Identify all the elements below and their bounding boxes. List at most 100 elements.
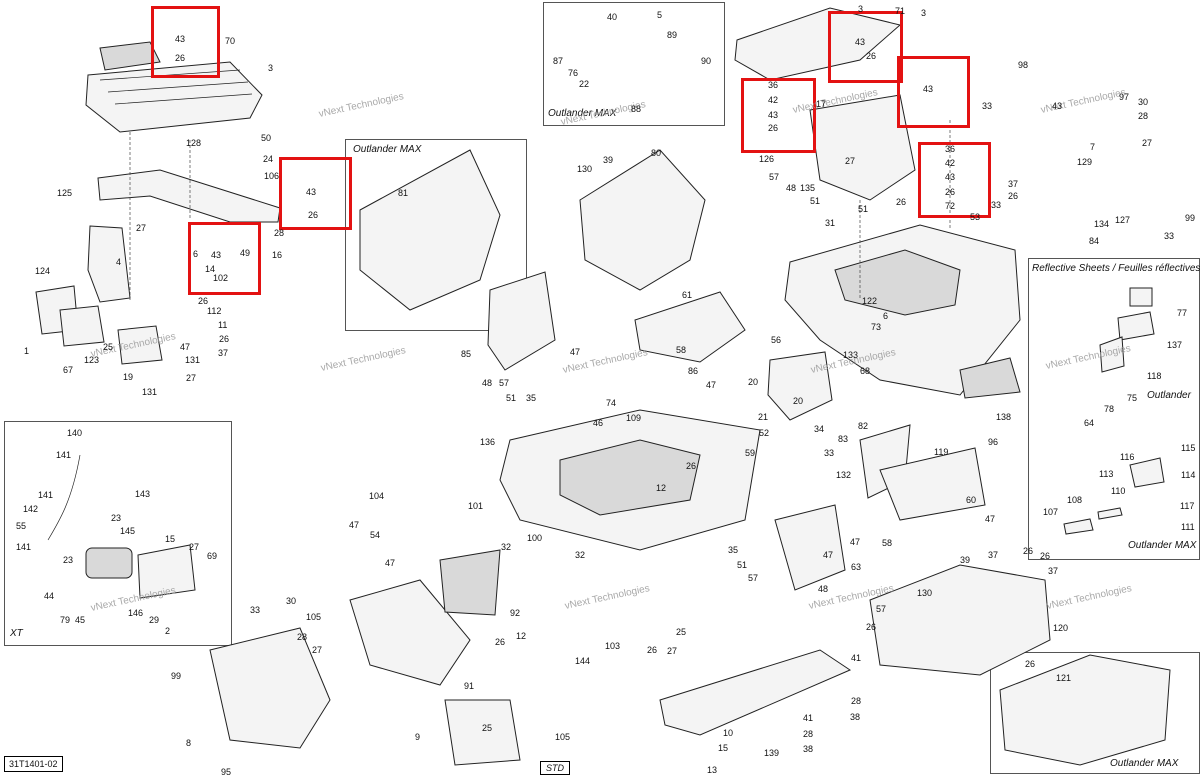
- outlander-max-top-panel: [543, 2, 725, 126]
- callout-112: 112: [207, 306, 222, 316]
- callout-4: 4: [116, 257, 122, 267]
- callout-6: 6: [193, 249, 199, 259]
- callout-32: 32: [501, 542, 512, 552]
- xt-winch-panel: [4, 421, 232, 646]
- callout-30: 30: [1138, 97, 1149, 107]
- callout-26: 26: [647, 645, 658, 655]
- callout-58: 58: [882, 538, 893, 548]
- callout-48: 48: [818, 584, 829, 594]
- callout-45: 45: [75, 615, 86, 625]
- callout-47: 47: [850, 537, 861, 547]
- callout-26: 26: [308, 210, 319, 220]
- callout-14: 14: [205, 264, 216, 274]
- callout-115: 115: [1181, 443, 1196, 453]
- callout-27: 27: [136, 223, 147, 233]
- callout-76: 76: [568, 68, 579, 78]
- callout-51: 51: [810, 196, 821, 206]
- callout-125: 125: [57, 188, 73, 198]
- callout-143: 143: [135, 489, 151, 499]
- callout-118: 118: [1147, 371, 1162, 381]
- callout-43: 43: [211, 250, 222, 260]
- callout-139: 139: [764, 748, 780, 758]
- callout-26: 26: [495, 637, 506, 647]
- callout-140: 140: [67, 428, 83, 438]
- callout-39: 39: [960, 555, 971, 565]
- callout-129: 129: [1077, 157, 1093, 167]
- callout-12: 12: [656, 483, 667, 493]
- panel-title-reflective-outlander-max: Outlander MAX: [1128, 540, 1197, 551]
- callout-26: 26: [866, 622, 877, 632]
- callout-69: 69: [207, 551, 218, 561]
- callout-47: 47: [349, 520, 360, 530]
- callout-96: 96: [988, 437, 999, 447]
- highlight-box: [897, 56, 970, 128]
- callout-127: 127: [1115, 215, 1131, 225]
- callout-116: 116: [1120, 452, 1135, 462]
- front-frame-part: [35, 169, 281, 365]
- callout-13: 13: [707, 765, 718, 775]
- callout-134: 134: [1094, 219, 1110, 229]
- callout-20: 20: [748, 377, 759, 387]
- callout-57: 57: [876, 604, 887, 614]
- callout-52: 52: [759, 428, 770, 438]
- callout-81: 81: [398, 188, 409, 198]
- callout-54: 54: [370, 530, 381, 540]
- callout-63: 63: [851, 562, 862, 572]
- callout-30: 30: [286, 596, 297, 606]
- callout-9: 9: [415, 732, 421, 742]
- callout-37: 37: [1008, 179, 1019, 189]
- callout-86: 86: [688, 366, 699, 376]
- callout-111: 111: [1181, 522, 1195, 532]
- callout-144: 144: [575, 656, 591, 666]
- callout-41: 41: [851, 653, 862, 663]
- footwell-parts: [359, 149, 1171, 766]
- callout-44: 44: [44, 591, 55, 601]
- callout-21: 21: [758, 412, 769, 422]
- callout-131: 131: [142, 387, 158, 397]
- callout-117: 117: [1180, 501, 1195, 511]
- callout-133: 133: [843, 350, 859, 360]
- callout-75: 75: [1127, 393, 1138, 403]
- callout-67: 67: [63, 365, 74, 375]
- callout-1: 1: [24, 346, 30, 356]
- callout-17: 17: [816, 99, 827, 109]
- callout-103: 103: [605, 641, 621, 651]
- callout-43: 43: [175, 34, 186, 44]
- callout-88: 88: [631, 104, 642, 114]
- callout-126: 126: [759, 154, 775, 164]
- panel-title-outlander-max-footrest: Outlander MAX: [1110, 758, 1179, 769]
- highlight-box: [828, 11, 903, 83]
- callout-141: 141: [38, 490, 54, 500]
- callout-36: 36: [768, 80, 779, 90]
- callout-82: 82: [858, 421, 869, 431]
- callout-72: 72: [945, 201, 956, 211]
- callout-59: 59: [745, 448, 756, 458]
- callout-57: 57: [748, 573, 759, 583]
- callout-10: 10: [723, 728, 734, 738]
- callout-123: 123: [84, 355, 100, 365]
- callout-46: 46: [593, 418, 604, 428]
- callout-23: 23: [111, 513, 122, 523]
- callout-79: 79: [60, 615, 71, 625]
- callout-8: 8: [186, 738, 192, 748]
- callout-33: 33: [982, 101, 993, 111]
- winch-part: [47, 454, 196, 599]
- callout-25: 25: [482, 723, 493, 733]
- callout-51: 51: [737, 560, 748, 570]
- callout-22: 22: [579, 79, 590, 89]
- callout-85: 85: [461, 349, 472, 359]
- callout-92: 92: [510, 608, 521, 618]
- callout-145: 145: [120, 526, 136, 536]
- callout-130: 130: [577, 164, 593, 174]
- callout-37: 37: [988, 550, 999, 560]
- callout-24: 24: [263, 154, 274, 164]
- callout-50: 50: [261, 133, 272, 143]
- panel-title-outlander-max-body: Outlander MAX: [353, 144, 422, 155]
- callout-33: 33: [250, 605, 261, 615]
- callout-28: 28: [1138, 111, 1149, 121]
- callout-34: 34: [814, 424, 825, 434]
- callout-47: 47: [706, 380, 717, 390]
- callout-43: 43: [855, 37, 866, 47]
- callout-89: 89: [667, 30, 678, 40]
